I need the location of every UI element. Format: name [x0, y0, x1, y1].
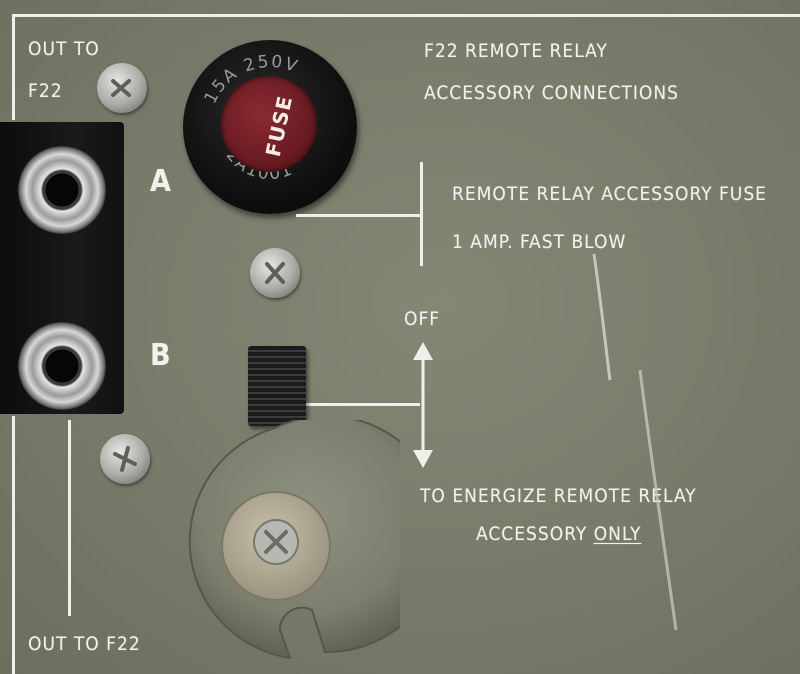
off-label: OFF: [404, 308, 441, 330]
switch-plate: [188, 420, 400, 660]
jack-b-label: B: [150, 338, 172, 373]
fuse-holder[interactable]: 15A 250V 2A1001 FUSE: [183, 40, 357, 214]
screw-middle: [250, 248, 300, 298]
out-to-f22-bottom-label: OUT TO F22: [28, 633, 141, 655]
switch-leader-line: [306, 403, 420, 406]
jack-a-socket[interactable]: [18, 146, 106, 234]
screw-lower-left: [100, 434, 150, 484]
fuse-leader-bracket: [420, 162, 423, 266]
border-line-top: [12, 14, 800, 17]
fuse-leader-horizontal: [296, 214, 422, 217]
energize-only-emphasis: ONLY: [593, 523, 642, 545]
energize-line-1: TO ENERGIZE REMOTE RELAY: [420, 485, 697, 507]
energize-line-2: ACCESSORY ONLY: [476, 523, 641, 545]
title-line-2: ACCESSORY CONNECTIONS: [424, 82, 679, 104]
energize-line-2-prefix: ACCESSORY: [476, 523, 594, 545]
out-to-label: OUT TO: [28, 38, 100, 60]
title-line-1: F22 REMOTE RELAY: [424, 40, 608, 62]
border-line-left-lower: [12, 416, 15, 674]
screw-top-left: [97, 63, 147, 113]
jack-a-label: A: [150, 164, 172, 199]
f22-label: F22: [28, 80, 63, 102]
fuse-cap-label: FUSE: [260, 93, 298, 159]
switch-direction-arrow: [413, 342, 433, 468]
border-line-left: [12, 14, 15, 120]
fuse-description-line-1: REMOTE RELAY ACCESSORY FUSE: [452, 183, 767, 205]
jack-b-socket[interactable]: [18, 322, 106, 410]
bottom-lead-line: [68, 420, 71, 616]
accessory-switch-knob[interactable]: [248, 346, 306, 426]
jack-block: [0, 122, 124, 414]
fuse-cap[interactable]: FUSE: [221, 76, 317, 172]
panel-scratches: [592, 253, 678, 631]
fuse-description-line-2: 1 AMP. FAST BLOW: [452, 231, 627, 253]
